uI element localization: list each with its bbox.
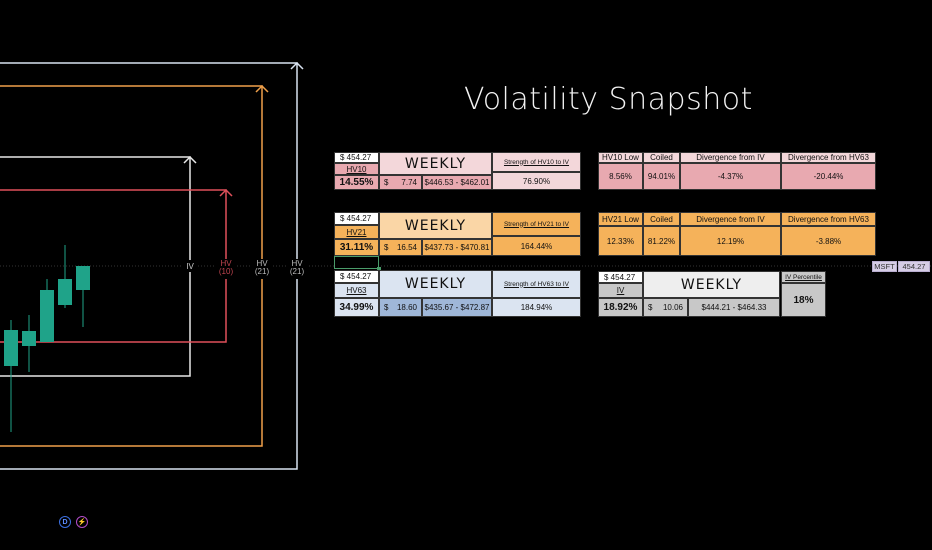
hv10-range-cell[interactable]: $446.53 - $462.01 xyxy=(422,175,492,190)
hv10-move-cell[interactable]: $7.74 xyxy=(379,175,422,190)
hv10-period-cell[interactable]: WEEKLY xyxy=(379,152,492,175)
dollar-sign: $ xyxy=(384,303,389,312)
hv21-coiled-value[interactable]: 81.22% xyxy=(643,226,680,256)
iv-period-cell[interactable]: WEEKLY xyxy=(643,271,780,298)
iv-move: 10.06 xyxy=(662,303,683,312)
hv21-move: 16.54 xyxy=(396,243,417,252)
dollar-sign: $ xyxy=(648,303,653,312)
candle-body[interactable] xyxy=(58,279,72,305)
hv10-low-label[interactable]: HV10 Low xyxy=(598,152,643,163)
iv-arrow-icon xyxy=(183,155,197,164)
hv63-value-cell[interactable]: 34.99% xyxy=(334,298,379,317)
hv63-axis-label: HV xyxy=(291,259,303,268)
hv10-arrow-icon xyxy=(219,188,233,197)
dollar-sign: $ xyxy=(384,243,389,252)
hv10-axis-label: HV xyxy=(220,259,232,268)
hv21-arrow-icon xyxy=(255,84,269,93)
hv63-period-cell[interactable]: WEEKLY xyxy=(379,270,492,298)
hv10-coiled-value[interactable]: 94.01% xyxy=(643,163,680,190)
hv21-coiled-label[interactable]: Coiled xyxy=(643,212,680,226)
selected-cell[interactable] xyxy=(334,256,381,271)
hv63-strength-value[interactable]: 184.94% xyxy=(492,298,581,317)
ticker-symbol[interactable]: MSFT xyxy=(872,261,897,272)
dollar-sign: $ xyxy=(384,178,389,187)
iv-range-cell[interactable]: $444.21 - $464.33 xyxy=(688,298,780,317)
hv10-value-cell[interactable]: 14.55% xyxy=(334,175,379,190)
hv63-axis-sublabel: (21) xyxy=(290,267,305,276)
hv63-arrow-icon xyxy=(290,61,304,70)
hv10-div-iv-label[interactable]: Divergence from IV xyxy=(680,152,781,163)
earnings-bolt-icon[interactable]: ⚡ xyxy=(76,516,88,528)
iv-percentile-label[interactable]: IV Percentile xyxy=(781,271,826,283)
iv-value-cell[interactable]: 18.92% xyxy=(598,298,643,317)
hv63-strength-label[interactable]: Strength of HV63 to IV xyxy=(492,270,581,298)
hv10-low-value[interactable]: 8.56% xyxy=(598,163,643,190)
iv-label-cell[interactable]: IV xyxy=(598,283,643,298)
hv21-period-cell[interactable]: WEEKLY xyxy=(379,212,492,239)
hv21-low-value[interactable]: 12.33% xyxy=(598,226,643,256)
hv21-value-cell[interactable]: 31.11% xyxy=(334,239,379,256)
hv21-div-hv63-value[interactable]: -3.88% xyxy=(781,226,876,256)
hv10-strength-label[interactable]: Strength of HV10 to IV xyxy=(492,152,581,172)
page-title: Volatility Snapshot xyxy=(464,82,753,117)
candle-body[interactable] xyxy=(22,331,36,346)
hv10-strength-value[interactable]: 76.90% xyxy=(492,172,581,190)
hv10-price-cell[interactable]: $ 454.27 xyxy=(334,152,379,163)
hv10-axis-sublabel: (10) xyxy=(219,267,234,276)
hv21-div-iv-label[interactable]: Divergence from IV xyxy=(680,212,781,226)
hv21-move-cell[interactable]: $16.54 xyxy=(379,239,422,256)
iv-percentile-value[interactable]: 18% xyxy=(781,283,826,317)
hv63-range-cell[interactable]: $435.67 - $472.87 xyxy=(422,298,492,317)
hv10-coiled-label[interactable]: Coiled xyxy=(643,152,680,163)
ticker-price[interactable]: 454.27 xyxy=(898,261,930,272)
hv21-axis-label: HV xyxy=(256,259,268,268)
hv21-range-cell[interactable]: $437.73 - $470.81 xyxy=(422,239,492,256)
hv21-strength-value[interactable]: 164.44% xyxy=(492,236,581,256)
iv-price-cell[interactable]: $ 454.27 xyxy=(598,271,643,283)
hv63-label-cell[interactable]: HV63 xyxy=(334,283,379,298)
hv21-price-cell[interactable]: $ 454.27 xyxy=(334,212,379,225)
hv63-move: 18.60 xyxy=(396,303,417,312)
hv21-div-iv-value[interactable]: 12.19% xyxy=(680,226,781,256)
iv-axis-label: IV xyxy=(186,262,194,271)
candles-group xyxy=(4,245,90,432)
hv10-move: 7.74 xyxy=(401,178,417,187)
hv21-axis-sublabel: (21) xyxy=(255,267,270,276)
hv21-low-label[interactable]: HV21 Low xyxy=(598,212,643,226)
iv-move-cell[interactable]: $10.06 xyxy=(643,298,688,317)
candle-body[interactable] xyxy=(76,266,90,290)
hv10-label-cell[interactable]: HV10 xyxy=(334,163,379,175)
hv63-move-cell[interactable]: $18.60 xyxy=(379,298,422,317)
hv63-price-cell[interactable]: $ 454.27 xyxy=(334,270,379,283)
hv10-div-hv63-label[interactable]: Divergence from HV63 xyxy=(781,152,876,163)
hv21-strength-label[interactable]: Strength of HV21 to IV xyxy=(492,212,581,236)
candle-body[interactable] xyxy=(40,290,54,342)
hv10-div-hv63-value[interactable]: -20.44% xyxy=(781,163,876,190)
dividend-badge-icon[interactable]: D xyxy=(59,516,71,528)
hv10-div-iv-value[interactable]: -4.37% xyxy=(680,163,781,190)
hv21-div-hv63-label[interactable]: Divergence from HV63 xyxy=(781,212,876,226)
hv21-label-cell[interactable]: HV21 xyxy=(334,225,379,239)
candle-body[interactable] xyxy=(4,330,18,366)
